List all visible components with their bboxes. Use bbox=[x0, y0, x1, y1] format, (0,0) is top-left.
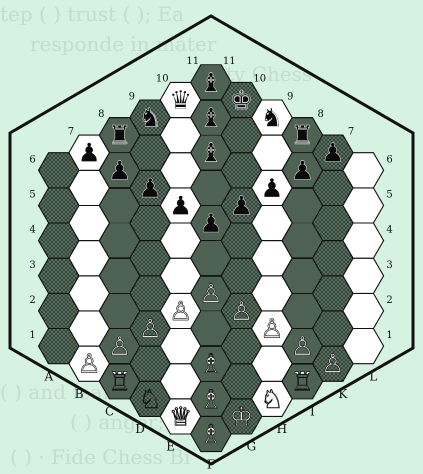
black-pawn-icon[interactable]: ♟ bbox=[199, 209, 222, 239]
rank-label-left-8: 8 bbox=[98, 109, 104, 120]
white-pawn-icon[interactable]: ♙ bbox=[321, 350, 344, 380]
file-label-C: C bbox=[105, 405, 114, 419]
rank-label-left-7: 7 bbox=[68, 126, 74, 137]
white-rook-icon[interactable]: ♖ bbox=[108, 367, 131, 397]
file-label-F: F bbox=[207, 457, 215, 471]
black-pawn-icon[interactable]: ♟ bbox=[291, 156, 314, 186]
black-bishop-icon[interactable]: ♝ bbox=[199, 139, 222, 169]
black-rook-icon[interactable]: ♜ bbox=[291, 121, 314, 151]
white-pawn-icon[interactable]: ♙ bbox=[260, 315, 283, 345]
rank-label-left-4: 4 bbox=[29, 225, 35, 236]
white-bishop-icon[interactable]: ♗ bbox=[199, 385, 222, 415]
rank-label-right-11: 11 bbox=[223, 56, 236, 67]
rank-label-right-3: 3 bbox=[386, 260, 392, 271]
rank-label-left-2: 2 bbox=[29, 295, 35, 306]
white-pawn-icon[interactable]: ♙ bbox=[199, 279, 222, 309]
rank-label-right-1: 1 bbox=[386, 330, 392, 341]
black-bishop-icon[interactable]: ♝ bbox=[199, 104, 222, 134]
rank-label-left-6: 6 bbox=[29, 154, 35, 165]
rank-label-right-10: 10 bbox=[253, 74, 266, 85]
white-pawn-icon[interactable]: ♙ bbox=[169, 297, 192, 327]
rank-label-left-1: 1 bbox=[29, 330, 35, 341]
black-knight-icon[interactable]: ♞ bbox=[260, 104, 283, 134]
rank-label-left-5: 5 bbox=[29, 190, 35, 201]
file-label-E: E bbox=[166, 440, 175, 454]
file-label-K: K bbox=[338, 387, 348, 401]
rank-label-right-5: 5 bbox=[386, 190, 392, 201]
white-rook-icon[interactable]: ♖ bbox=[291, 367, 314, 397]
black-queen-icon[interactable]: ♛ bbox=[169, 86, 192, 116]
black-pawn-icon[interactable]: ♟ bbox=[321, 139, 344, 169]
white-knight-icon[interactable]: ♘ bbox=[138, 385, 161, 415]
black-knight-icon[interactable]: ♞ bbox=[138, 104, 161, 134]
black-pawn-icon[interactable]: ♟ bbox=[169, 192, 192, 222]
white-pawn-icon[interactable]: ♙ bbox=[230, 297, 253, 327]
rank-label-right-2: 2 bbox=[386, 295, 392, 306]
rank-label-right-4: 4 bbox=[386, 225, 392, 236]
white-bishop-icon[interactable]: ♗ bbox=[199, 420, 222, 450]
rank-label-left-9: 9 bbox=[129, 91, 135, 102]
black-rook-icon[interactable]: ♜ bbox=[108, 121, 131, 151]
file-label-B: B bbox=[75, 387, 84, 401]
file-label-L: L bbox=[369, 369, 377, 383]
white-king-icon[interactable]: ♔ bbox=[230, 402, 253, 432]
rank-label-left-10: 10 bbox=[156, 74, 169, 85]
file-label-H: H bbox=[277, 422, 287, 436]
file-label-D: D bbox=[135, 422, 145, 436]
black-pawn-icon[interactable]: ♟ bbox=[78, 139, 101, 169]
black-king-icon[interactable]: ♚ bbox=[230, 86, 253, 116]
black-pawn-icon[interactable]: ♟ bbox=[260, 174, 283, 204]
white-bishop-icon[interactable]: ♗ bbox=[199, 350, 222, 380]
white-pawn-icon[interactable]: ♙ bbox=[291, 332, 314, 362]
white-pawn-icon[interactable]: ♙ bbox=[78, 350, 101, 380]
rank-label-left-11: 11 bbox=[186, 56, 199, 67]
rank-label-right-6: 6 bbox=[386, 154, 392, 165]
black-bishop-icon[interactable]: ♝ bbox=[199, 68, 222, 98]
rank-label-right-7: 7 bbox=[348, 126, 354, 137]
white-pawn-icon[interactable]: ♙ bbox=[108, 332, 131, 362]
white-queen-icon[interactable]: ♕ bbox=[169, 402, 192, 432]
file-label-G: G bbox=[247, 440, 257, 454]
white-pawn-icon[interactable]: ♙ bbox=[138, 315, 161, 345]
rank-label-right-8: 8 bbox=[318, 109, 324, 120]
rank-label-left-3: 3 bbox=[29, 260, 35, 271]
file-label-A: A bbox=[43, 369, 53, 383]
black-pawn-icon[interactable]: ♟ bbox=[138, 174, 161, 204]
white-knight-icon[interactable]: ♘ bbox=[260, 385, 283, 415]
file-label-I: I bbox=[310, 405, 315, 419]
rank-label-right-9: 9 bbox=[287, 91, 293, 102]
black-pawn-icon[interactable]: ♟ bbox=[230, 192, 253, 222]
black-pawn-icon[interactable]: ♟ bbox=[108, 156, 131, 186]
